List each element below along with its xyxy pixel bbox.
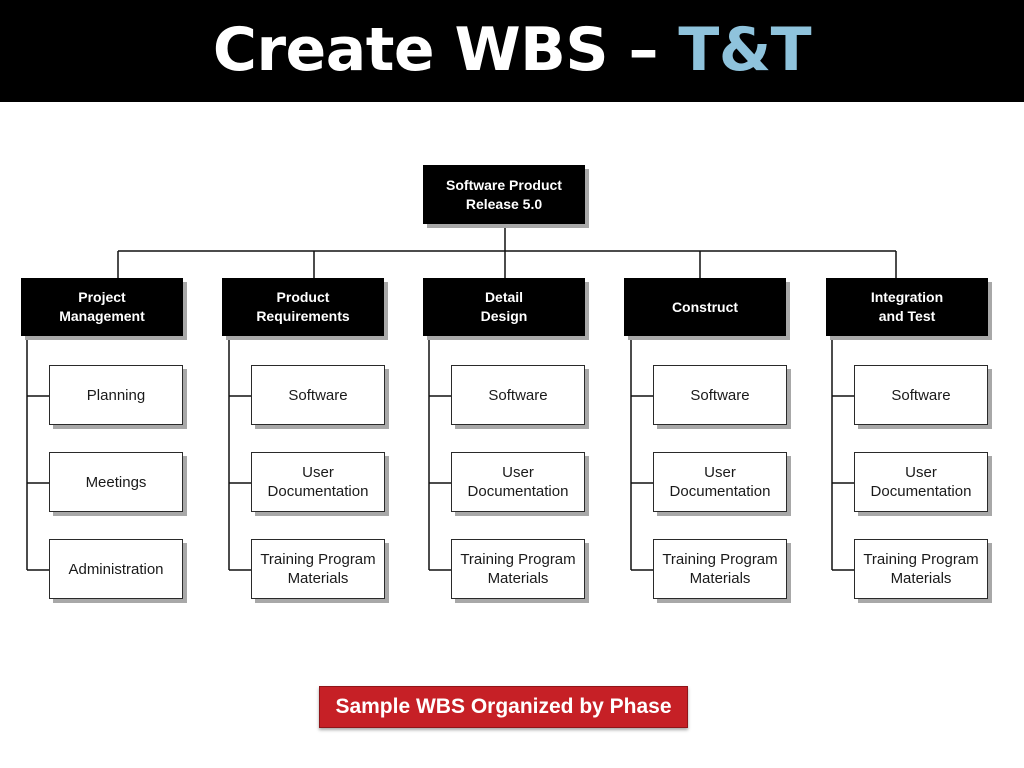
task-node: Training Program Materials (854, 539, 988, 599)
phase-node-construct: Construct (624, 278, 786, 336)
slide-title: Create WBS – T&T (0, 0, 1024, 86)
title-main: Create WBS – (212, 15, 679, 85)
caption-label: Sample WBS Organized by Phase (319, 686, 688, 728)
phase-node-product-requirements: Product Requirements (222, 278, 384, 336)
task-node: Administration (49, 539, 183, 599)
task-node: User Documentation (854, 452, 988, 512)
phase-node-integration-and-test: Integration and Test (826, 278, 988, 336)
task-node: User Documentation (653, 452, 787, 512)
task-node: Training Program Materials (653, 539, 787, 599)
task-node: Training Program Materials (451, 539, 585, 599)
phase-node-project-management: Project Management (21, 278, 183, 336)
task-node: User Documentation (251, 452, 385, 512)
task-node: User Documentation (451, 452, 585, 512)
title-accent: T&T (678, 15, 812, 85)
task-node: Planning (49, 365, 183, 425)
task-node: Meetings (49, 452, 183, 512)
task-node: Software (854, 365, 988, 425)
task-node: Software (653, 365, 787, 425)
title-bar: Create WBS – T&T (0, 0, 1024, 102)
task-node: Software (251, 365, 385, 425)
wbs-root-node: Software Product Release 5.0 (423, 165, 585, 224)
task-node: Software (451, 365, 585, 425)
task-node: Training Program Materials (251, 539, 385, 599)
phase-node-detail-design: Detail Design (423, 278, 585, 336)
